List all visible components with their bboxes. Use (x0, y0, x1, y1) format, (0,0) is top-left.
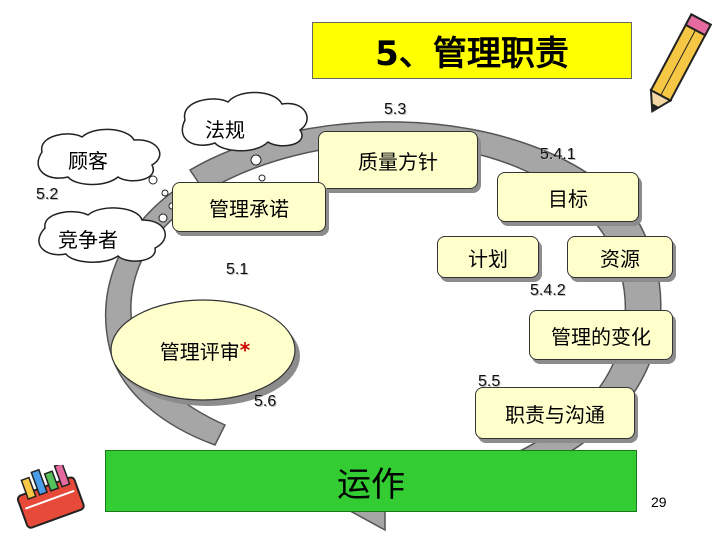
cloud-customers-shape (37, 128, 161, 186)
cloud-regulations-shape (181, 91, 308, 152)
section-label-5-4-2: 5.4.2 (530, 282, 566, 299)
planning-box: 计划 (437, 236, 539, 278)
section-label-5-1: 5.1 (226, 261, 249, 278)
objectives-label: 目标 (548, 186, 588, 211)
section-label-5-6: 5.6 (254, 393, 277, 410)
management-review-asterisk: * (239, 338, 251, 362)
management-of-change-label: 管理的变化 (551, 324, 651, 349)
responsibility-communication-box: 职责与沟通 (475, 387, 635, 439)
cloud-dot (258, 174, 266, 182)
cloud-dot (161, 189, 169, 197)
cloud-dot (250, 154, 262, 166)
operation-label: 运作 (337, 464, 405, 505)
responsibility-communication-label: 职责与沟通 (505, 402, 605, 427)
slide-title-text: 5、管理职责 (375, 34, 569, 74)
slide-title: 5、管理职责 (312, 22, 632, 79)
quality-policy-box: 质量方针 (318, 131, 478, 189)
resources-label: 资源 (600, 246, 640, 271)
management-review-label: 管理评审 (159, 339, 240, 364)
pencil-icon (649, 12, 713, 114)
cloud-dot (158, 213, 168, 223)
management-commitment-label: 管理承诺 (209, 196, 289, 221)
pencil-cup-icon (16, 465, 85, 529)
resources-box: 资源 (567, 236, 673, 278)
objectives-box: 目标 (497, 172, 639, 222)
section-label-5-4-1: 5.4.1 (540, 146, 576, 163)
cloud-competitors-label: 竞争者 (58, 228, 118, 252)
management-of-change-box: 管理的变化 (529, 310, 673, 360)
operation-box: 运作 (105, 450, 637, 512)
cloud-dot (148, 175, 158, 185)
management-commitment-box: 管理承诺 (172, 182, 326, 232)
section-label-5-5: 5.5 (478, 373, 501, 390)
page-number: 29 (651, 494, 667, 510)
section-label-5-3: 5.3 (384, 101, 407, 118)
cloud-regulations-label: 法规 (205, 118, 245, 142)
section-label-5-2: 5.2 (36, 186, 59, 203)
management-review-ellipse (110, 299, 296, 401)
management-review-text: 管理评审 * (140, 333, 270, 367)
cloud-customers-label: 顾客 (68, 149, 108, 173)
quality-policy-label: 质量方针 (358, 149, 438, 174)
cloud-competitors-shape (38, 207, 166, 263)
planning-label: 计划 (468, 246, 508, 271)
